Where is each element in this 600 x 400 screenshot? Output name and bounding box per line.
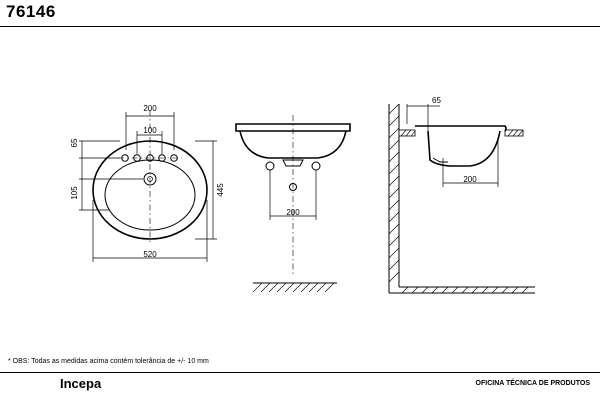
side-bowl [427, 130, 501, 167]
bracket-bolt-right [311, 161, 321, 171]
footer-divider [0, 372, 600, 373]
top-view: 200 100 65 105 445 520 [70, 104, 225, 262]
dim-depth: 445 [216, 183, 225, 197]
dim-hole-span: 100 [143, 126, 157, 135]
countertop-hatch [400, 129, 524, 137]
wall-hatch [388, 103, 400, 283]
basin-rim-profile [235, 123, 351, 132]
dim-width: 520 [143, 250, 157, 259]
side-floor-hatch [401, 286, 529, 294]
tolerance-note: * OBS: Todas as medidas acima contém tol… [8, 358, 209, 365]
side-rim [415, 125, 507, 132]
side-drain [432, 157, 448, 163]
brand-logo: Incepa [60, 376, 102, 391]
dim-drain-offset: 105 [70, 186, 79, 200]
side-dim-bowl: 200 [463, 175, 477, 184]
floor-hatch [252, 282, 335, 293]
dim-top-offset: 65 [70, 138, 79, 147]
front-view: 200 [235, 115, 351, 293]
bracket-bolt-left [265, 161, 275, 171]
dim-bracket: 200 [286, 208, 300, 217]
product-code: 76146 [6, 2, 56, 21]
side-view: 65 200 [388, 96, 535, 294]
drain-outlet [282, 159, 304, 167]
header-divider [0, 26, 600, 27]
office-label: OFICINA TÉCNICA DE PRODUTOS [475, 380, 590, 387]
dim-faucet-span: 200 [143, 104, 157, 113]
side-dim-rim: 65 [432, 96, 441, 105]
